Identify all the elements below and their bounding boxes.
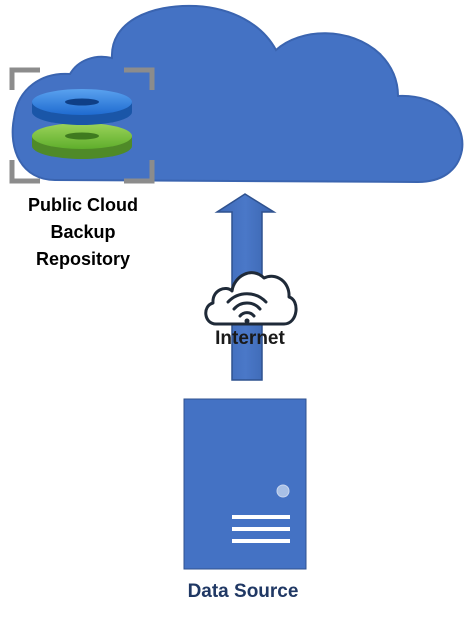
repository-label: Public Cloud Backup Repository [8,192,158,273]
blue-disk [32,89,132,125]
wifi-cloud-icon [204,271,298,326]
server-icon [183,398,307,570]
repository-frame-brackets [9,67,155,184]
server-drive-slot [232,539,290,543]
repository-label-line: Repository [35,249,131,269]
server-drive-slot [232,515,290,519]
server-drive-slot [232,527,290,531]
repository-label-line: Public Cloud [28,195,138,215]
server-power-light [276,484,290,498]
data-source-label: Data Source [187,581,299,602]
stacked-disks-icon [9,67,155,184]
internet-label: Internet [215,328,285,349]
repository-label-line: Backup [50,222,116,242]
green-disk [32,123,132,159]
